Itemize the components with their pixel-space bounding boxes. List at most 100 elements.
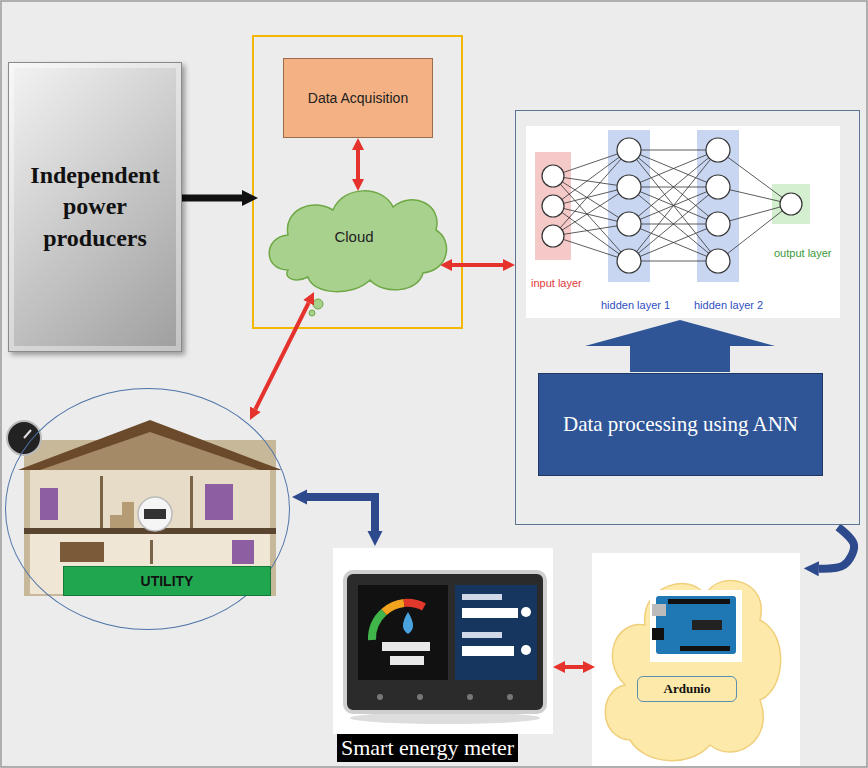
house-picture (232, 540, 254, 564)
arduino-picture (650, 590, 742, 662)
cloud-container (313, 299, 323, 309)
arduino-picture (692, 620, 722, 630)
meter-picture (333, 548, 553, 734)
node-label: Ardunio (637, 676, 737, 702)
node-label: Smart energy meter (337, 734, 518, 762)
house-picture (7, 420, 282, 596)
arduino-picture (592, 553, 800, 766)
data-arrow (356, 150, 360, 179)
null (617, 249, 641, 273)
house-picture (144, 509, 166, 519)
ann-picture (526, 126, 840, 372)
text-slot: Cloud (258, 228, 450, 245)
ann-picture (608, 130, 650, 282)
text-slot: Ardunio (637, 676, 737, 702)
arduino-cloud: Ardunio (595, 553, 800, 766)
node-label: Data processing using ANN (539, 410, 822, 438)
control-arrow (307, 497, 375, 531)
control-arrow (819, 527, 854, 569)
null (542, 138, 802, 273)
meter-picture (377, 694, 383, 700)
meter-picture (462, 594, 502, 600)
meter-picture (462, 632, 502, 638)
text-slot: hidden layer 2 (694, 299, 763, 311)
ann-picture (629, 150, 718, 261)
house-picture (60, 542, 104, 562)
processing-box: Data processing using ANN (538, 373, 823, 476)
ann-picture (526, 126, 840, 318)
null (542, 165, 564, 187)
ann-picture (697, 130, 739, 282)
meter-picture (507, 694, 513, 700)
null (706, 249, 730, 273)
text-slot: hidden layer 1 (601, 299, 670, 311)
text-slot: UTILITY (63, 566, 271, 596)
meter-photo: Smart energy meter (333, 548, 553, 766)
arduino-picture (656, 596, 736, 654)
node-label: Cloud (258, 228, 450, 245)
ann-picture (585, 320, 775, 372)
supply-arrow (182, 195, 242, 202)
house-picture (190, 476, 193, 528)
null (706, 138, 730, 162)
meter-picture (403, 612, 413, 634)
house-picture (40, 432, 260, 470)
null (617, 138, 641, 162)
house-picture (100, 476, 103, 528)
cloud-container (253, 36, 462, 328)
house-picture (7, 421, 41, 455)
meter-picture (462, 608, 518, 618)
null (617, 212, 641, 236)
house-picture (138, 497, 172, 531)
arduino-picture (680, 646, 730, 651)
producer-box: Independent power producers (8, 62, 182, 352)
node-label: Data Acquisition (284, 88, 432, 109)
arduino-picture (652, 628, 664, 640)
text-slot: Data Acquisition (284, 88, 432, 109)
text-slot: output layer (774, 247, 831, 259)
null (542, 195, 564, 217)
node-label: hidden layer 2 (694, 299, 763, 311)
meter-picture (467, 694, 473, 700)
data-arrow (565, 665, 583, 669)
meter-picture (521, 645, 531, 655)
acquisition-box: Data Acquisition (283, 58, 433, 138)
house-picture (18, 420, 282, 470)
arduino-picture (605, 580, 780, 760)
cloud-container (309, 310, 315, 316)
ann-panel: input layer hidden layer 1 hidden layer 2 o… (515, 110, 860, 525)
meter-picture (404, 603, 424, 607)
text-slot: Independent power producers (9, 160, 181, 254)
null (542, 225, 564, 247)
data-arrow (255, 303, 308, 410)
meter-picture (372, 612, 384, 640)
null (617, 175, 641, 199)
meter-picture (384, 603, 404, 612)
meter-picture (417, 694, 423, 700)
node-label: input layer (531, 277, 582, 289)
meter-picture (382, 642, 430, 651)
house-picture (205, 484, 233, 520)
node-label: UTILITY (63, 566, 271, 596)
cloud-shape: Cloud (258, 175, 450, 298)
house-picture (150, 540, 153, 564)
node-label: output layer (774, 247, 831, 259)
text-slot: Smart energy meter (337, 734, 518, 762)
data-arrow (452, 263, 503, 267)
utility-house: UTILITY (5, 388, 290, 630)
text-slot: input layer (531, 277, 582, 289)
meter-picture (358, 585, 448, 680)
ann-picture (772, 184, 810, 224)
null (706, 175, 730, 199)
meter-picture (521, 607, 531, 617)
arduino-picture (652, 604, 666, 616)
meter-picture (455, 585, 537, 680)
node-label: hidden layer 1 (601, 299, 670, 311)
cloud-container (253, 36, 462, 328)
house-picture (110, 502, 134, 528)
arduino-picture (592, 553, 800, 766)
